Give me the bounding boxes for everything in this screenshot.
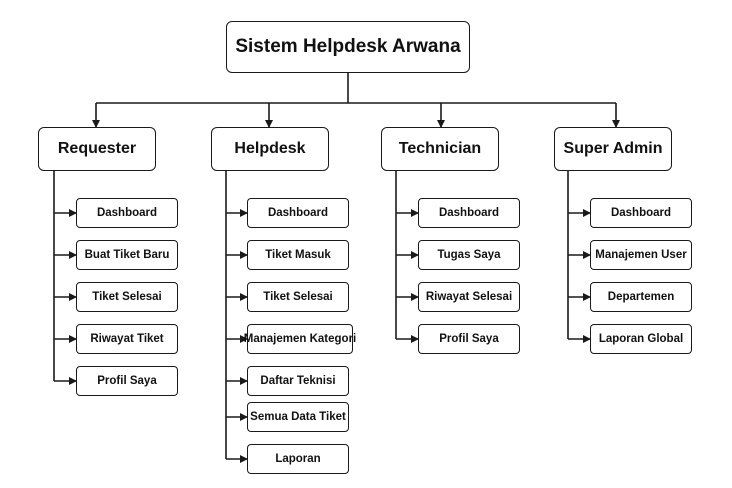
menu-superadmin-dashboard: Dashboard bbox=[590, 198, 692, 228]
root-node-title: Sistem Helpdesk Arwana bbox=[226, 21, 470, 73]
menu-helpdesk-semua-data-tiket: Semua Data Tiket bbox=[247, 402, 349, 432]
menu-technician-dashboard: Dashboard bbox=[418, 198, 520, 228]
menu-superadmin-laporan-global: Laporan Global bbox=[590, 324, 692, 354]
menu-technician-profil-saya: Profil Saya bbox=[418, 324, 520, 354]
menu-requester-dashboard: Dashboard bbox=[76, 198, 178, 228]
menu-helpdesk-tiket-masuk: Tiket Masuk bbox=[247, 240, 349, 270]
menu-helpdesk-manajemen-kategori: Manajemen Kategori bbox=[244, 324, 356, 354]
menu-helpdesk-laporan: Laporan bbox=[247, 444, 349, 474]
menu-requester-riwayat-tiket: Riwayat Tiket bbox=[76, 324, 178, 354]
menu-helpdesk-tiket-selesai: Tiket Selesai bbox=[247, 282, 349, 312]
menu-superadmin-manajemen-user: Manajemen User bbox=[590, 240, 692, 270]
menu-technician-riwayat-selesai: Riwayat Selesai bbox=[418, 282, 520, 312]
menu-technician-tugas-saya: Tugas Saya bbox=[418, 240, 520, 270]
menu-helpdesk-dashboard: Dashboard bbox=[247, 198, 349, 228]
menu-requester-tiket-selesai: Tiket Selesai bbox=[76, 282, 178, 312]
role-node-technician: Technician bbox=[381, 127, 499, 171]
role-node-requester: Requester bbox=[38, 127, 156, 171]
menu-helpdesk-daftar-teknisi: Daftar Teknisi bbox=[247, 366, 349, 396]
menu-superadmin-departemen: Departemen bbox=[590, 282, 692, 312]
menu-requester-buat-tiket-baru: Buat Tiket Baru bbox=[76, 240, 178, 270]
role-node-super-admin: Super Admin bbox=[554, 127, 672, 171]
menu-requester-profil-saya: Profil Saya bbox=[76, 366, 178, 396]
role-node-helpdesk: Helpdesk bbox=[211, 127, 329, 171]
